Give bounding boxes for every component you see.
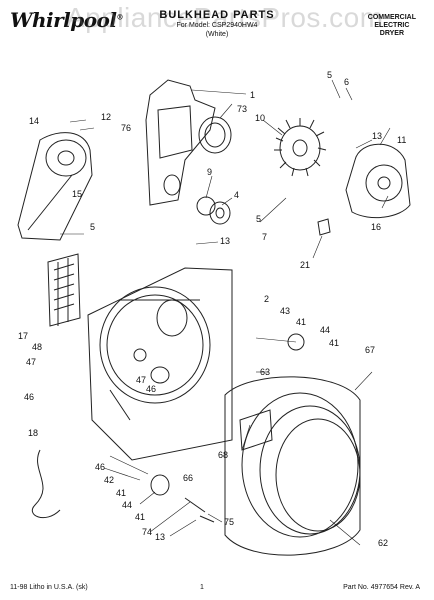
callout-5-mid: 5 bbox=[256, 214, 261, 224]
fastener-screw bbox=[199, 515, 215, 523]
dryer-drum bbox=[224, 376, 361, 556]
callout-14: 14 bbox=[29, 116, 39, 126]
callout-5-left: 5 bbox=[90, 222, 95, 232]
callout-47-left: 47 bbox=[26, 357, 36, 367]
callout-7: 7 bbox=[262, 232, 267, 242]
callout-13-center: 13 bbox=[220, 236, 230, 246]
callout-17: 17 bbox=[18, 331, 28, 341]
callout-76: 76 bbox=[121, 123, 131, 133]
callout-41-c: 41 bbox=[116, 488, 126, 498]
category-line-2: ELECTRIC bbox=[374, 22, 410, 29]
callout-41-b: 41 bbox=[329, 338, 339, 348]
duct-seal bbox=[198, 116, 232, 154]
callout-67: 67 bbox=[365, 345, 375, 355]
bearing bbox=[209, 201, 231, 225]
callout-1: 1 bbox=[250, 90, 255, 100]
model-color: (White) bbox=[205, 31, 229, 38]
whirlpool-logo: Whirlpool® bbox=[10, 8, 123, 32]
callout-10: 10 bbox=[255, 113, 265, 123]
callout-43: 43 bbox=[280, 306, 290, 316]
blower-housing bbox=[345, 143, 411, 219]
print-note: 11-98 Litho in U.S.A. (sk) bbox=[10, 584, 88, 591]
callout-18: 18 bbox=[28, 428, 38, 438]
callout-41-a: 41 bbox=[296, 317, 306, 327]
bulkhead-panel bbox=[87, 267, 233, 461]
callout-63: 63 bbox=[260, 367, 270, 377]
callout-75: 75 bbox=[224, 517, 234, 527]
page-number: 1 bbox=[200, 584, 204, 591]
callout-44-bottom: 44 bbox=[122, 500, 132, 510]
callout-21: 21 bbox=[300, 260, 310, 270]
rear-duct bbox=[145, 79, 216, 206]
drum-roller-left bbox=[150, 474, 170, 496]
part-number: Part No. 4977654 Rev. A bbox=[343, 584, 420, 591]
category-line-3: DRYER bbox=[379, 30, 405, 37]
callout-5-top: 5 bbox=[327, 70, 332, 80]
small-bracket bbox=[317, 218, 331, 236]
callout-47-center: 47 bbox=[136, 375, 146, 385]
callout-2: 2 bbox=[264, 294, 269, 304]
callout-41-d: 41 bbox=[135, 512, 145, 522]
callout-12: 12 bbox=[101, 112, 111, 122]
page-title: BULKHEAD PARTS bbox=[159, 9, 275, 21]
callout-66: 66 bbox=[183, 473, 193, 483]
callout-68: 68 bbox=[218, 450, 228, 460]
callout-4: 4 bbox=[234, 190, 239, 200]
callout-11: 11 bbox=[397, 135, 406, 145]
callout-16: 16 bbox=[371, 222, 381, 232]
callout-42: 42 bbox=[104, 475, 114, 485]
callout-46-center: 46 bbox=[146, 384, 156, 394]
callout-46-bottom: 46 bbox=[95, 462, 105, 472]
callout-6: 6 bbox=[344, 77, 349, 87]
drum-roller-right bbox=[287, 333, 305, 351]
model-subtitle: For Model: CSP2940HW4 bbox=[176, 22, 258, 29]
callout-13-bottom: 13 bbox=[155, 532, 165, 542]
category-line-1: COMMERCIAL bbox=[367, 14, 416, 21]
roller-shaft bbox=[184, 497, 206, 513]
product-category: COMMERCIAL ELECTRIC DRYER bbox=[368, 14, 416, 38]
callout-44-right: 44 bbox=[320, 325, 330, 335]
blower-wheel bbox=[274, 118, 327, 177]
belt-idler-assembly bbox=[17, 132, 93, 241]
callout-73: 73 bbox=[237, 104, 247, 114]
callout-74: 74 bbox=[142, 527, 152, 537]
callout-13-right: 13 bbox=[372, 131, 382, 141]
callout-48: 48 bbox=[32, 342, 42, 352]
wire-harness bbox=[32, 449, 61, 519]
heater-element-assembly bbox=[47, 253, 81, 327]
callout-15: 15 bbox=[72, 189, 82, 199]
callout-9: 9 bbox=[207, 167, 212, 177]
callout-46-left: 46 bbox=[24, 392, 34, 402]
callout-62: 62 bbox=[378, 538, 388, 548]
